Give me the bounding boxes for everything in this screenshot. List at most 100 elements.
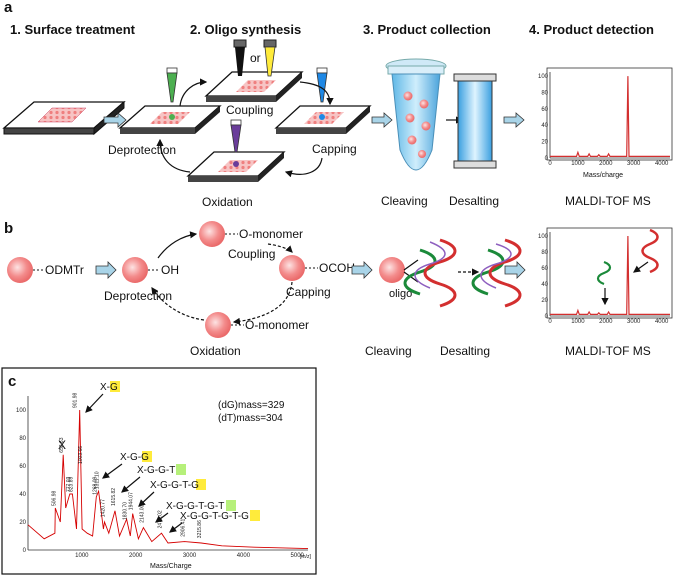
b-node-omonomer-2: O-monomer	[245, 318, 309, 332]
spectrum-b-xtick: 3000	[627, 319, 641, 325]
spectrum-b-small-helix-icon	[596, 260, 612, 306]
cycle-arrow-4	[156, 138, 191, 173]
arrow-b1	[95, 261, 117, 279]
mass-dg: (dG)mass=329	[218, 400, 285, 411]
spectrum-c-ytick: 40	[19, 492, 26, 498]
cycle-arrow-2	[299, 81, 334, 106]
panel-c-frame	[1, 367, 317, 575]
eppendorf-tube-icon	[385, 58, 447, 171]
spectrum-c-xtick: 3000	[183, 553, 197, 559]
coupling-plate	[204, 71, 304, 102]
spectrum-b-ytick: 0	[545, 314, 549, 320]
b-bead-1	[7, 257, 33, 283]
spectrum-b-xtick: 2000	[599, 319, 613, 325]
spectrum-a-xtick: 4000	[655, 161, 669, 167]
b-cycle-coupling: Coupling	[228, 247, 275, 261]
spectrum-b-xtick: 0	[548, 319, 552, 325]
peak-label: 2906.41	[180, 519, 186, 537]
b-cycle-arrow-4	[151, 287, 205, 321]
spectrum-a-ytick: 40	[541, 123, 548, 129]
b-cycle-arrow-2	[267, 243, 293, 253]
desalting-column-icon	[453, 73, 497, 169]
arrow-b2	[351, 261, 373, 279]
cycle-coupling-label: Coupling	[226, 103, 273, 117]
spectrum-a-frame	[546, 67, 673, 161]
peak-label: 1268.09	[92, 477, 98, 495]
b-cleaving-label: Cleaving	[365, 344, 412, 358]
b-node-ocoh: OCOH	[319, 261, 355, 275]
spectrum-a-ytick: 80	[541, 90, 548, 96]
peak-label: 1944.07	[129, 492, 135, 510]
b-bead-5	[205, 312, 231, 338]
spectrum-c-ytick: 80	[19, 436, 26, 442]
peak-label: 901.98	[73, 392, 79, 408]
spectrum-a-xtick: 3000	[627, 161, 641, 167]
spectrum-a-xtick: 2000	[599, 161, 613, 167]
spectrum-a-ytick: 20	[541, 140, 548, 146]
peak-label: 506.98	[51, 490, 57, 506]
annot-xggt: X-G-G-T	[137, 465, 175, 476]
peak-label: 1615.82	[111, 488, 117, 506]
oxidation-plate	[186, 151, 286, 182]
annot-x: X	[58, 438, 66, 452]
spectrum-c-unit: [m/z]	[300, 554, 311, 560]
b-desalting-label: Desalting	[440, 344, 490, 358]
b-cycle-capping: Capping	[286, 285, 331, 299]
b-node-oh: OH	[161, 263, 179, 277]
spectrum-c-ytick: 100	[16, 408, 27, 414]
a-maldi-label: MALDI-TOF MS	[565, 194, 651, 208]
b-bead-4	[279, 255, 305, 281]
a-cleaving-label: Cleaving	[381, 194, 428, 208]
b-cycle-deprotection: Deprotection	[104, 289, 172, 303]
arrow-a2	[371, 112, 393, 128]
step-1-label: 1. Surface treatment	[10, 22, 136, 37]
annot-xggtg: X-G-G-T-G	[150, 480, 199, 491]
peak-label: 1311.10	[95, 471, 101, 489]
b-node-odmtr: ODMTr	[45, 263, 84, 277]
spectrum-c-line	[27, 409, 309, 550]
spectrum-b-ytick: 40	[541, 282, 548, 288]
arrow-a1	[103, 112, 127, 128]
spectrum-c-ytick: 0	[23, 548, 27, 554]
panel-c-label: c	[8, 373, 16, 390]
spectrum-b-ytick: 100	[538, 234, 549, 240]
yellow-pipette-icon	[263, 39, 277, 77]
cycle-arrow-1	[179, 78, 208, 107]
b-cycle-arrow-1	[157, 231, 198, 259]
annot-xggtgtg-highlight	[250, 510, 260, 521]
cycle-arrow-3	[284, 157, 323, 178]
spectrum-a-xlabel: Mass/charge	[583, 172, 623, 179]
spectrum-b-ytick: 20	[541, 298, 548, 304]
spectrum-a-xtick: 1000	[571, 161, 585, 167]
b-bead-2	[122, 257, 148, 283]
spectrum-a-line	[550, 76, 670, 157]
peak-label: 1830.70	[123, 502, 129, 520]
dna-helix-icon-2	[471, 238, 522, 308]
panel-a-label: a	[4, 0, 13, 16]
spectrum-b-ytick: 80	[541, 250, 548, 256]
b-cycle-arrow-3	[232, 281, 293, 325]
capping-plate	[274, 105, 372, 134]
peak-label: 2143.00	[139, 505, 145, 523]
peak-label: 1420.77	[101, 499, 107, 517]
cycle-oxidation-label: Oxidation	[202, 195, 253, 209]
annot-xgg: X-G-G	[120, 452, 149, 463]
spectrum-c-xtick: 4000	[237, 553, 251, 559]
panel-b-label: b	[4, 220, 13, 237]
step-4-label: 4. Product detection	[529, 22, 654, 37]
cycle-capping-label: Capping	[312, 142, 357, 156]
step-3-label: 3. Product collection	[363, 22, 491, 37]
peak-label: 1003.66	[78, 446, 84, 464]
a-desalting-label: Desalting	[449, 194, 499, 208]
spectrum-c-xlabel: Mass/Charge	[150, 563, 192, 570]
spectrum-b-line	[550, 235, 670, 315]
step-2-label: 2. Oligo synthesis	[190, 22, 301, 37]
deprotection-plate	[118, 105, 222, 134]
b-node-omonomer-1: O-monomer	[239, 227, 303, 241]
spectrum-c-xtick: 2000	[129, 553, 143, 559]
b-bead-cleave	[379, 257, 405, 283]
spectrum-c-xtick: 5000	[291, 553, 305, 559]
spectrum-b-xtick: 1000	[571, 319, 585, 325]
